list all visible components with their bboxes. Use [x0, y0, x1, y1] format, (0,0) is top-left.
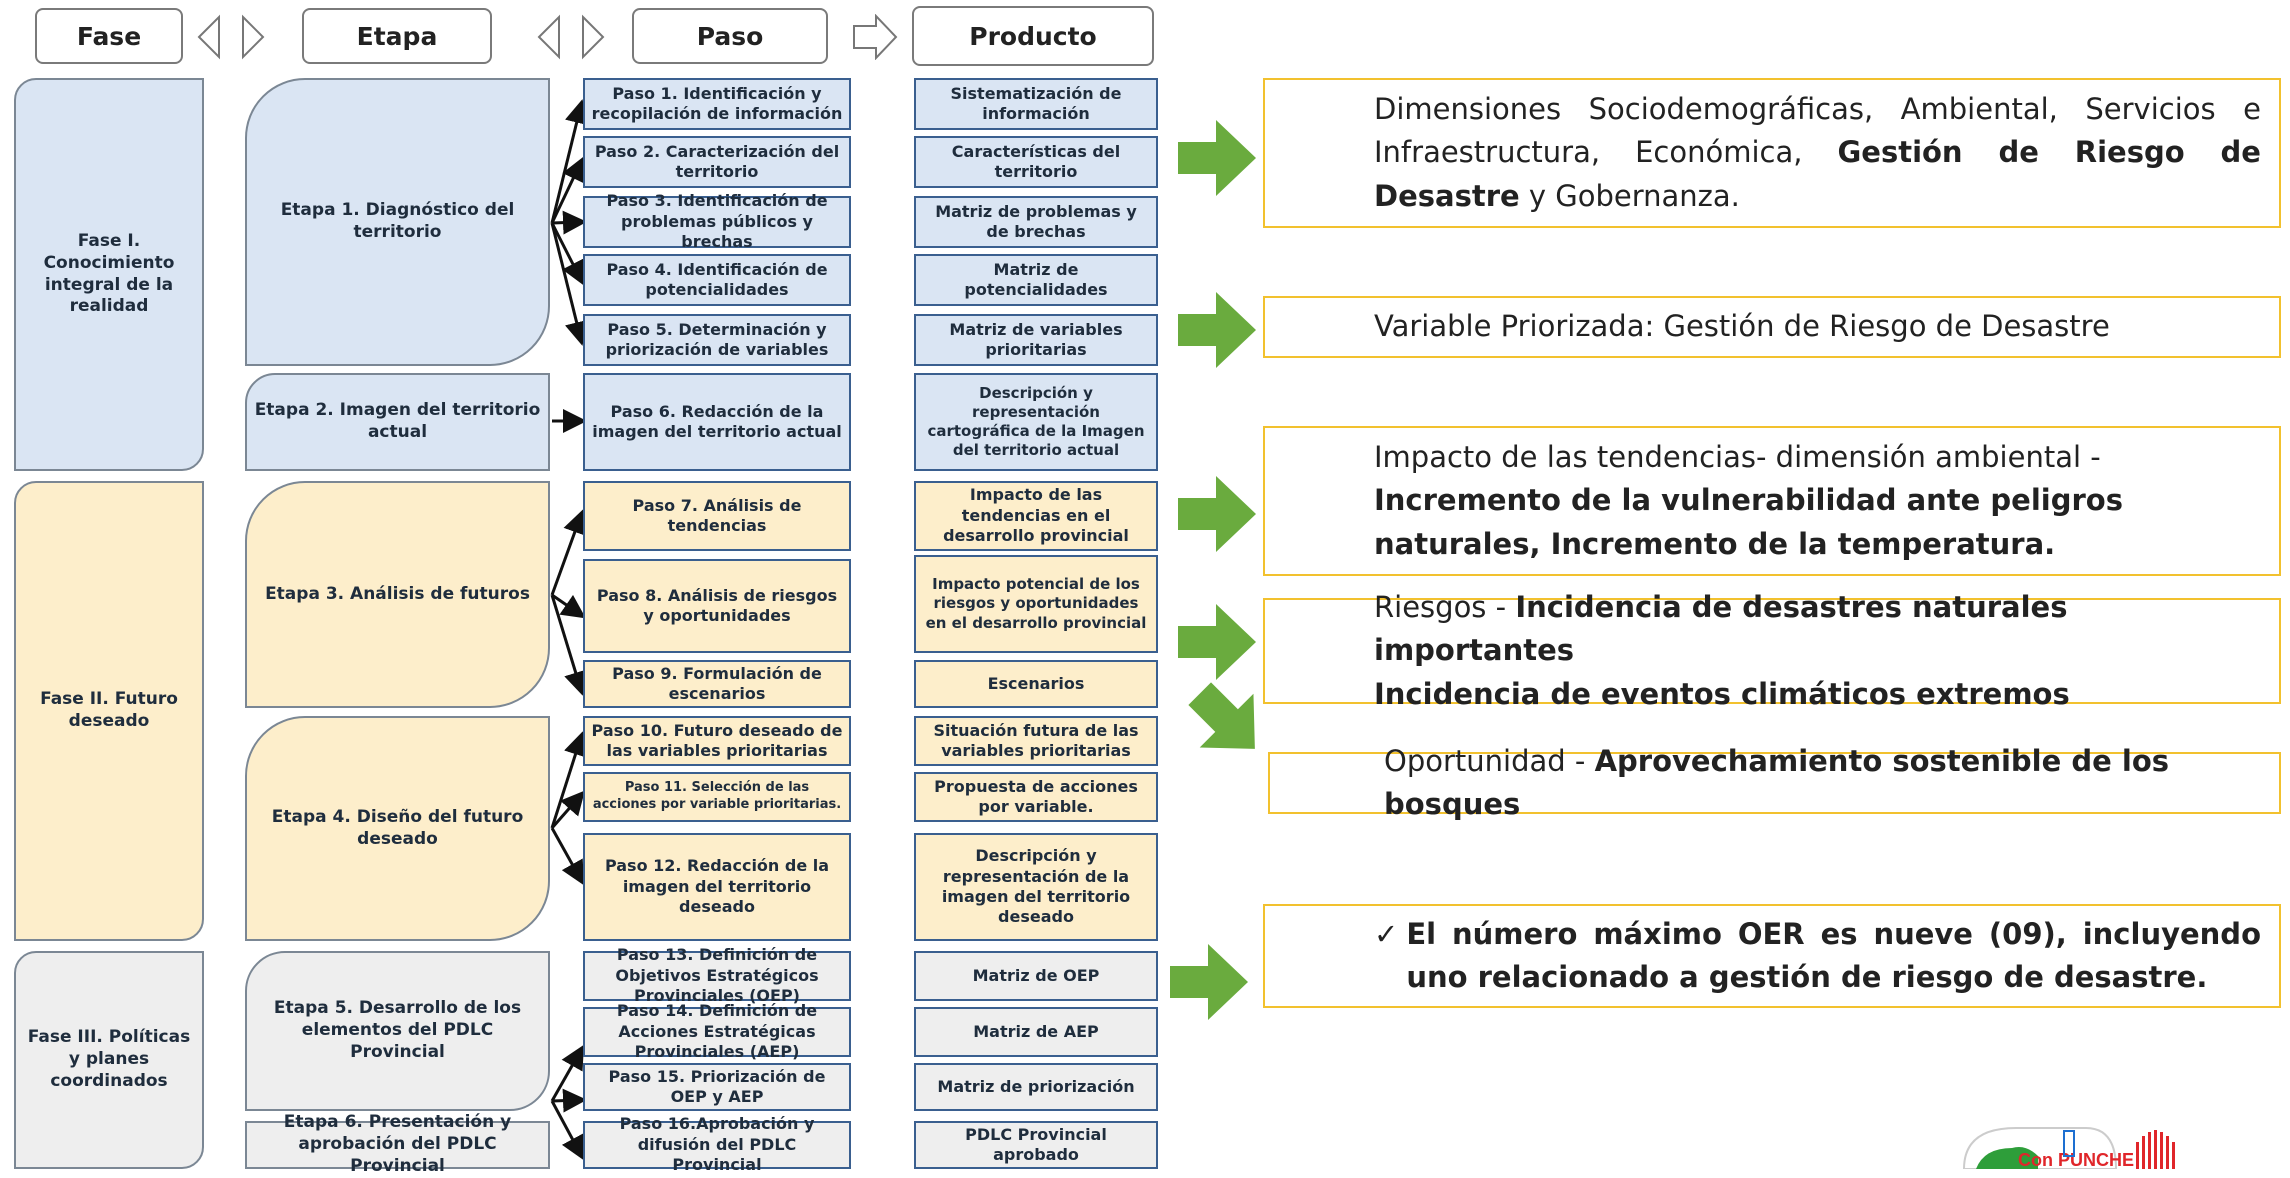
- header-producto: Producto: [912, 6, 1154, 66]
- paso-9: Paso 9. Formulación de escenarios: [583, 660, 851, 708]
- header-paso: Paso: [632, 8, 828, 64]
- paso-3: Paso 3. Identificación de problemas públ…: [583, 191, 851, 251]
- paso-8: Paso 8. Análisis de riesgos y oportunida…: [583, 559, 851, 653]
- note-bold-text: Gestión de Riesgo de Desastre: [1374, 135, 2261, 213]
- note-bold-text: El número máximo OER es nueve (09), incl…: [1406, 916, 2261, 995]
- etapa-2: Etapa 2. Imagen del territorio actual: [245, 373, 550, 471]
- green-arrow-icon: [1170, 944, 1248, 1020]
- etapa-1: Etapa 1. Diagnóstico del territorio: [245, 78, 550, 366]
- producto-6: Descripción y representación cartográfic…: [914, 373, 1158, 471]
- double-arrow-icon: [537, 14, 605, 60]
- note-oportunidad: Oportunidad - Aprovechamiento sostenible…: [1268, 744, 2281, 821]
- producto-14: Matriz de AEP: [914, 1007, 1158, 1057]
- producto-9: Escenarios: [914, 660, 1158, 708]
- paso-1: Paso 1. Identificación y recopilación de…: [583, 78, 851, 130]
- producto-7: Impacto de las tendencias en el desarrol…: [914, 481, 1158, 551]
- fase-1: Fase I. Conocimiento integral de la real…: [14, 78, 204, 471]
- green-arrow-diagonal-icon: [1188, 682, 1255, 749]
- producto-10: Situación futura de las variables priori…: [914, 716, 1158, 766]
- green-arrow-icon: [1178, 476, 1256, 552]
- paso-16: Paso 16.Aprobación y difusión del PDLC P…: [583, 1114, 851, 1174]
- connector-arrows: [550, 99, 585, 1161]
- logo: Con PUNCHE: [1956, 1126, 2176, 1170]
- paso-12: Paso 12. Redacción de la imagen del terr…: [583, 833, 851, 941]
- header-fase: Fase: [35, 8, 183, 64]
- paso-6: Paso 6. Redacción de la imagen del terri…: [583, 373, 851, 471]
- right-arrow-icon: [853, 14, 898, 60]
- check-icon: ✓: [1374, 916, 1399, 951]
- green-arrow-icon: [1178, 120, 1256, 196]
- note-text: y Gobernanza.: [1519, 178, 1740, 213]
- note-riesgos: Riesgos - Incidencia de desastres natura…: [1263, 590, 2281, 711]
- paso-11: Paso 11. Selección de las acciones por v…: [583, 772, 851, 822]
- paso-5: Paso 5. Determinación y priorización de …: [583, 314, 851, 366]
- note-text: Impacto de las tendencias- dimensión amb…: [1374, 439, 2101, 474]
- note-text: Variable Priorizada: Gestión de Riesgo d…: [1374, 309, 2110, 344]
- paso-13: Paso 13. Definición de Objetivos Estraté…: [583, 945, 851, 1005]
- producto-4: Matriz de potencialidades: [914, 254, 1158, 306]
- producto-1: Sistematización de información: [914, 78, 1158, 130]
- note-bold-text: Incremento de la vulnerabilidad ante pel…: [1374, 483, 2123, 561]
- note-impacto-tendencias: Impacto de las tendencias- dimensión amb…: [1263, 426, 2281, 576]
- note-bold-text: Aprovechamiento sostenible de los bosque…: [1384, 743, 2170, 822]
- paso-4: Paso 4. Identificación de potencialidade…: [583, 254, 851, 306]
- note-text: Riesgos -: [1374, 589, 1516, 624]
- note-oer: ✓ El número máximo OER es nueve (09), in…: [1263, 904, 2281, 1008]
- green-arrow-icon: [1178, 292, 1256, 368]
- logo-graphic: Con PUNCHE: [1962, 1127, 2175, 1170]
- producto-12: Descripción y representación de la image…: [914, 833, 1158, 941]
- paso-15: Paso 15. Priorización de OEP y AEP: [583, 1063, 851, 1111]
- note-dimensiones: Dimensiones Sociodemográficas, Ambiental…: [1263, 78, 2281, 228]
- producto-13: Matriz de OEP: [914, 951, 1158, 1001]
- note-bold-text: Incidencia de eventos climáticos extremo…: [1374, 676, 2070, 711]
- fase-2: Fase II. Futuro deseado: [14, 481, 204, 941]
- paso-14: Paso 14. Definición de Acciones Estratég…: [583, 1001, 851, 1061]
- paso-7: Paso 7. Análisis de tendencias: [583, 481, 851, 551]
- green-arrow-icon: [1178, 604, 1256, 680]
- producto-5: Matriz de variables prioritarias: [914, 314, 1158, 366]
- logo-text: Con PUNCHE: [2018, 1150, 2134, 1169]
- note-text: Oportunidad -: [1384, 743, 1595, 778]
- producto-11: Propuesta de acciones por variable.: [914, 772, 1158, 822]
- note-variable-priorizada: Variable Priorizada: Gestión de Riesgo d…: [1263, 296, 2281, 358]
- producto-3: Matriz de problemas y de brechas: [914, 196, 1158, 248]
- paso-10: Paso 10. Futuro deseado de las variables…: [583, 716, 851, 766]
- producto-2: Características del territorio: [914, 136, 1158, 188]
- paso-2: Paso 2. Caracterización del territorio: [583, 136, 851, 188]
- double-arrow-icon: [197, 14, 265, 60]
- etapa-4: Etapa 4. Diseño del futuro deseado: [245, 716, 550, 941]
- note-bold-text: Incidencia de desastres naturales import…: [1374, 589, 2068, 668]
- producto-8: Impacto potencial de los riesgos y oport…: [914, 555, 1158, 653]
- fase-3: Fase III. Políticas y planes coordinados: [14, 951, 204, 1169]
- etapa-5: Etapa 5. Desarrollo de los elementos del…: [245, 951, 550, 1111]
- producto-15: Matriz de priorización: [914, 1063, 1158, 1111]
- note-text: Dimensiones Sociodemográficas, Ambiental…: [1374, 91, 2261, 170]
- etapa-3: Etapa 3. Análisis de futuros: [245, 481, 550, 708]
- etapa-6: Etapa 6. Presentación y aprobación del P…: [245, 1112, 550, 1176]
- header-etapa: Etapa: [302, 8, 492, 64]
- producto-16: PDLC Provincial aprobado: [914, 1121, 1158, 1169]
